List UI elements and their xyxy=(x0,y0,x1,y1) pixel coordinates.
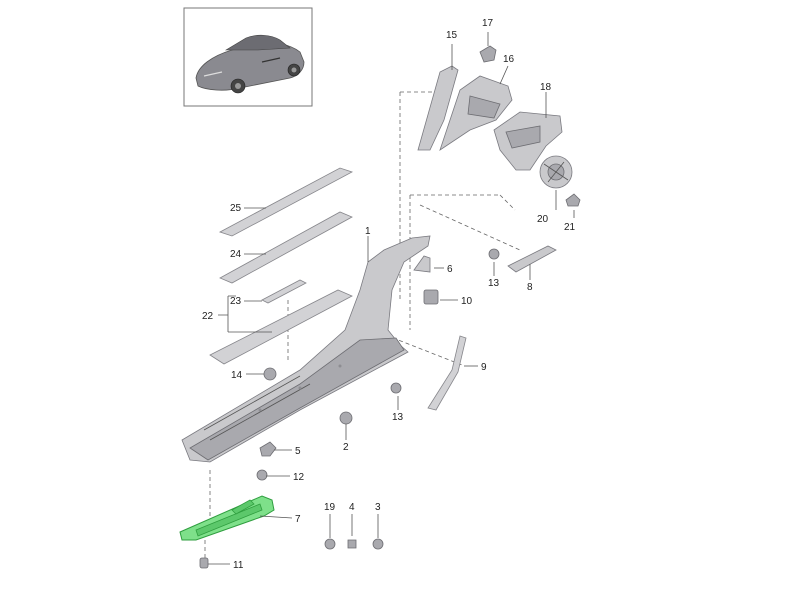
callout-10: 10 xyxy=(461,296,473,307)
clip-5 xyxy=(259,441,277,457)
part-callouts: 15 17 16 18 20 21 1 6 10 13 8 9 13 14 2 … xyxy=(202,18,576,571)
cap-21 xyxy=(565,193,581,207)
callout-24: 24 xyxy=(230,249,242,260)
callout-18: 18 xyxy=(540,82,552,93)
callout-13-lower: 13 xyxy=(392,412,404,423)
air-duct-16 xyxy=(439,75,513,151)
leader-lines xyxy=(208,32,575,565)
callout-21: 21 xyxy=(564,222,576,233)
callout-20: 20 xyxy=(537,214,549,225)
trim-strip-24 xyxy=(219,211,353,284)
callout-8: 8 xyxy=(527,282,533,293)
callout-13-upper: 13 xyxy=(488,278,500,289)
nut-2 xyxy=(339,411,353,425)
bracket-8 xyxy=(507,245,557,273)
callout-9: 9 xyxy=(481,362,487,373)
callout-17: 17 xyxy=(482,18,494,29)
callout-25: 25 xyxy=(230,203,242,214)
callout-1: 1 xyxy=(365,226,371,237)
air-housing-18 xyxy=(493,111,563,171)
fastener-4 xyxy=(347,539,357,549)
fastener-11 xyxy=(199,557,209,569)
fastener-3 xyxy=(372,538,384,550)
clip-13-lower xyxy=(390,382,402,394)
callout-6: 6 xyxy=(447,264,453,275)
highlighted-bracket-7[interactable] xyxy=(179,495,275,541)
sill-cover xyxy=(209,289,353,365)
callout-15: 15 xyxy=(446,30,458,41)
clip-12 xyxy=(256,469,268,481)
seal-6 xyxy=(413,255,431,273)
callout-14: 14 xyxy=(231,370,243,381)
callout-11: 11 xyxy=(233,560,244,571)
block-10 xyxy=(423,289,439,305)
callout-5: 5 xyxy=(295,446,301,457)
trim-strip-25 xyxy=(218,167,354,237)
callout-23: 23 xyxy=(230,296,242,307)
callout-19: 19 xyxy=(324,502,336,513)
trim-strip-23 xyxy=(261,279,307,304)
fan-20 xyxy=(539,155,573,189)
callout-22: 22 xyxy=(202,311,214,322)
callout-7: 7 xyxy=(295,514,301,525)
vehicle-thumbnail xyxy=(183,7,313,107)
callout-3: 3 xyxy=(375,502,381,513)
assembly-lines xyxy=(204,91,521,560)
callout-4: 4 xyxy=(349,502,355,513)
pillar-trim-15 xyxy=(417,65,459,151)
clip-14 xyxy=(263,367,277,381)
side-sill-panel xyxy=(181,235,431,463)
callout-16: 16 xyxy=(503,54,515,65)
clip-13-upper xyxy=(488,248,500,260)
callout-2: 2 xyxy=(343,442,349,453)
callout-12: 12 xyxy=(293,472,305,483)
seal-strip-9 xyxy=(427,335,467,411)
fastener-19 xyxy=(324,538,336,550)
clip-17 xyxy=(479,45,497,63)
